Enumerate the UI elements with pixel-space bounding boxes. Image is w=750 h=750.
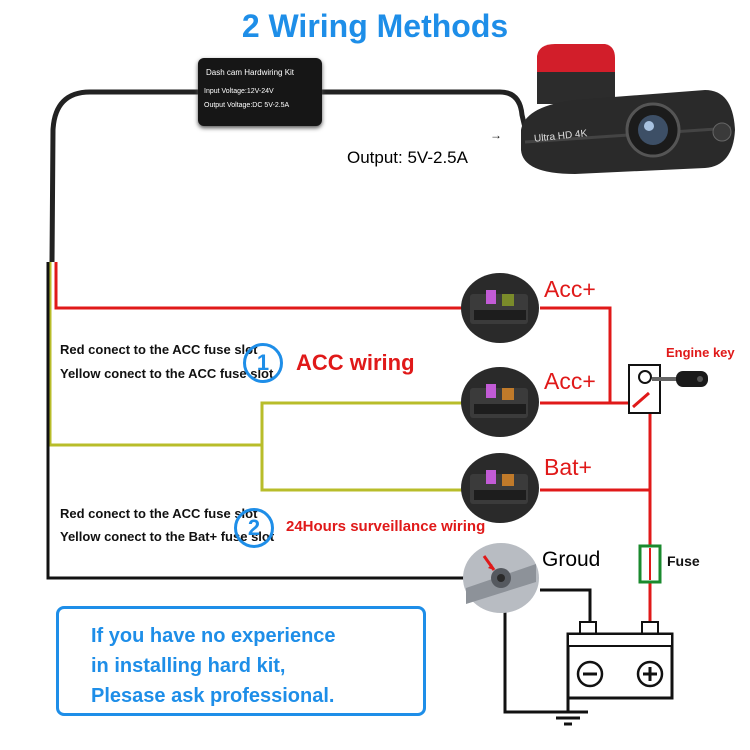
ground-to-negative bbox=[540, 588, 592, 628]
warning-box: If you have no experience in installing … bbox=[56, 606, 426, 716]
kit-name: Dash cam Hardwiring Kit bbox=[206, 68, 295, 77]
label-acc-1: Acc+ bbox=[544, 276, 596, 302]
method1-note-red: Red conect to the ACC fuse slot bbox=[60, 342, 258, 357]
fuse-box-icon bbox=[461, 273, 539, 343]
warning-line-3: Plesase ask professional. bbox=[91, 685, 335, 707]
output-arrow-icon: → bbox=[490, 128, 502, 142]
method1-number-badge: 1 bbox=[243, 343, 283, 383]
engine-key-switch bbox=[627, 363, 662, 415]
yellow-wire-acc bbox=[260, 401, 470, 445]
black-ground-wire bbox=[46, 262, 470, 580]
method1-title: ACC wiring bbox=[296, 350, 415, 375]
ground-to-chassis bbox=[503, 612, 570, 714]
method2-note-red: Red conect to the ACC fuse slot bbox=[60, 506, 258, 521]
fuse-slot-bat bbox=[460, 452, 540, 524]
hardwiring-kit-box: Dash cam Hardwiring Kit Input Voltage:12… bbox=[198, 58, 322, 126]
kit-input-voltage: Input Voltage:12V-24V bbox=[204, 88, 274, 95]
warning-line-2: in installing hard kit, bbox=[91, 655, 286, 677]
fuse-slot-acc-2 bbox=[460, 366, 540, 438]
kit-output-voltage: Output Voltage:DC 5V-2.5A bbox=[204, 102, 290, 109]
battery-icon bbox=[566, 620, 674, 700]
ground-bolt-icon bbox=[463, 543, 539, 613]
output-label: Output: 5V-2.5A bbox=[347, 148, 468, 167]
red-acc1-to-switch bbox=[540, 306, 612, 403]
red-wire-acc bbox=[54, 262, 468, 310]
kit-input-cable bbox=[49, 89, 198, 263]
method2-number-badge: 2 bbox=[234, 508, 274, 548]
ignition-switch-icon bbox=[628, 364, 661, 414]
method1-note-yellow: Yellow conect to the ACC fuse slot bbox=[60, 366, 274, 381]
ground-symbol-icon bbox=[540, 704, 596, 726]
car-key-icon bbox=[650, 368, 710, 390]
yellow-wire-main bbox=[48, 262, 262, 447]
fuse-box-icon bbox=[461, 453, 539, 523]
dash-camera-icon bbox=[521, 44, 735, 174]
fuse-slot-acc-1 bbox=[460, 272, 540, 344]
label-bat: Bat+ bbox=[544, 454, 592, 480]
fuse-label: Fuse bbox=[667, 553, 700, 569]
fuse-box-icon bbox=[461, 367, 539, 437]
ground-bolt-photo bbox=[462, 542, 540, 614]
label-acc-2: Acc+ bbox=[544, 368, 596, 394]
fuse-icon bbox=[638, 544, 662, 584]
engine-key-label: Engine key bbox=[666, 345, 735, 360]
page-title: 2 Wiring Methods bbox=[241, 8, 509, 44]
method2-note-yellow: Yellow conect to the Bat+ fuse slot bbox=[60, 529, 275, 544]
label-ground: Groud bbox=[542, 548, 601, 571]
dash-camera bbox=[515, 42, 740, 182]
yellow-wire-bat bbox=[260, 445, 470, 492]
kit-to-camera-cable bbox=[322, 89, 529, 133]
warning-line-1: If you have no experience bbox=[91, 625, 336, 647]
method2-title: 24Hours surveillance wiring bbox=[286, 518, 486, 535]
